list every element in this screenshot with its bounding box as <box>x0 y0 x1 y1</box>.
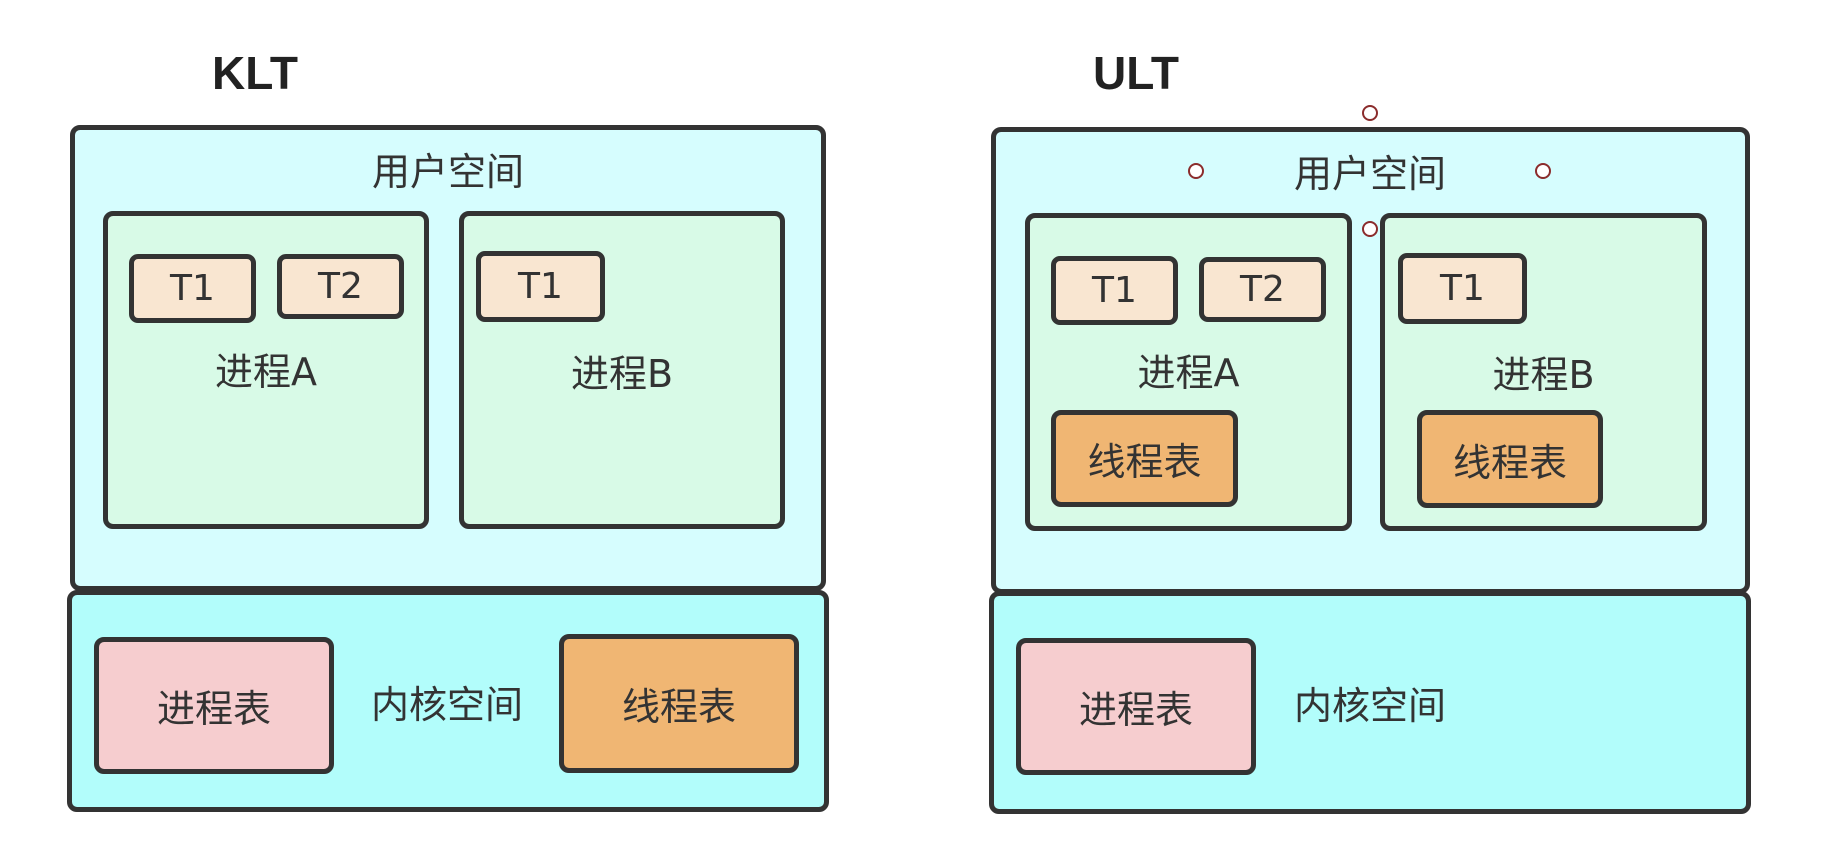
ult-process-b-thread-1: T1 <box>1398 253 1527 324</box>
ult-process-a-thread-2: T2 <box>1199 257 1326 322</box>
ult-process-a-label: 进程A <box>1137 351 1240 395</box>
selection-handle-left[interactable] <box>1188 163 1204 179</box>
selection-handle-right[interactable] <box>1535 163 1551 179</box>
ult-kernel-space-label: 内核空间 <box>1293 684 1446 728</box>
klt-kernel-space-label: 内核空间 <box>370 683 523 727</box>
klt-thread-table: 线程表 <box>559 634 799 773</box>
klt-process-a-label: 进程A <box>215 350 317 394</box>
selection-handle-top[interactable] <box>1362 105 1378 121</box>
ult-user-space-label: 用户空间 <box>1293 152 1446 196</box>
klt-title: KLT <box>212 47 299 99</box>
klt-process-b-label: 进程B <box>570 352 674 396</box>
ult-process-a-thread-table: 线程表 <box>1051 410 1238 507</box>
ult-process-a-thread-1: T1 <box>1051 256 1178 325</box>
ult-title: ULT <box>1093 47 1180 99</box>
ult-process-b-label: 进程B <box>1492 353 1595 397</box>
klt-process-a-thread-1: T1 <box>129 254 256 323</box>
klt-process-b-thread-1: T1 <box>476 251 605 322</box>
selection-handle-bottom[interactable] <box>1362 221 1378 237</box>
ult-process-b-thread-table: 线程表 <box>1417 410 1603 508</box>
klt-process-table: 进程表 <box>94 637 334 774</box>
klt-user-space-label: 用户空间 <box>371 150 524 194</box>
ult-process-table: 进程表 <box>1016 638 1256 775</box>
klt-process-a-thread-2: T2 <box>277 254 404 319</box>
